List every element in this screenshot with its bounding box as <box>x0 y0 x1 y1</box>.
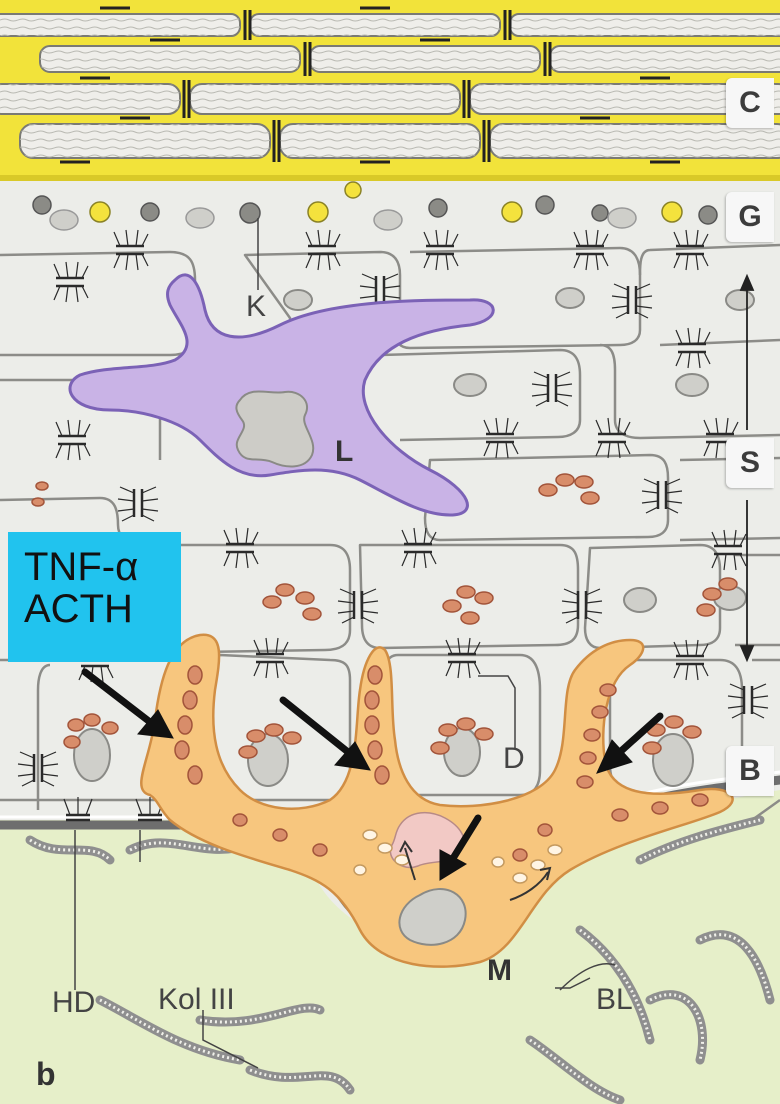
stratum-corneum <box>0 0 780 180</box>
panel-label: b <box>36 1058 56 1090</box>
label-hemidesmosome-hd: HD <box>52 988 95 1018</box>
annotation-line-1: TNF-α <box>24 546 181 588</box>
label-stratum-basale: B <box>726 746 774 796</box>
label-g: G <box>738 200 761 234</box>
langerhans-nucleus <box>236 391 313 466</box>
label-stratum-corneum: C <box>726 78 774 128</box>
label-s: S <box>740 446 760 480</box>
label-stratum-granulosum: G <box>726 192 774 242</box>
label-melanocyte-m: M <box>487 956 512 986</box>
label-langerhans-l: L <box>335 437 353 467</box>
label-basal-lamina-bl: BL <box>596 985 633 1015</box>
label-c: C <box>739 86 761 120</box>
label-b: B <box>739 754 761 788</box>
annotation-box: TNF-α ACTH <box>8 532 181 662</box>
annotation-line-2: ACTH <box>24 588 181 630</box>
label-collagen-kol: Kol III <box>158 985 235 1015</box>
label-keratin-k: K <box>246 292 266 322</box>
label-stratum-spinosum: S <box>726 438 774 488</box>
label-desmosome-d: D <box>503 744 525 774</box>
